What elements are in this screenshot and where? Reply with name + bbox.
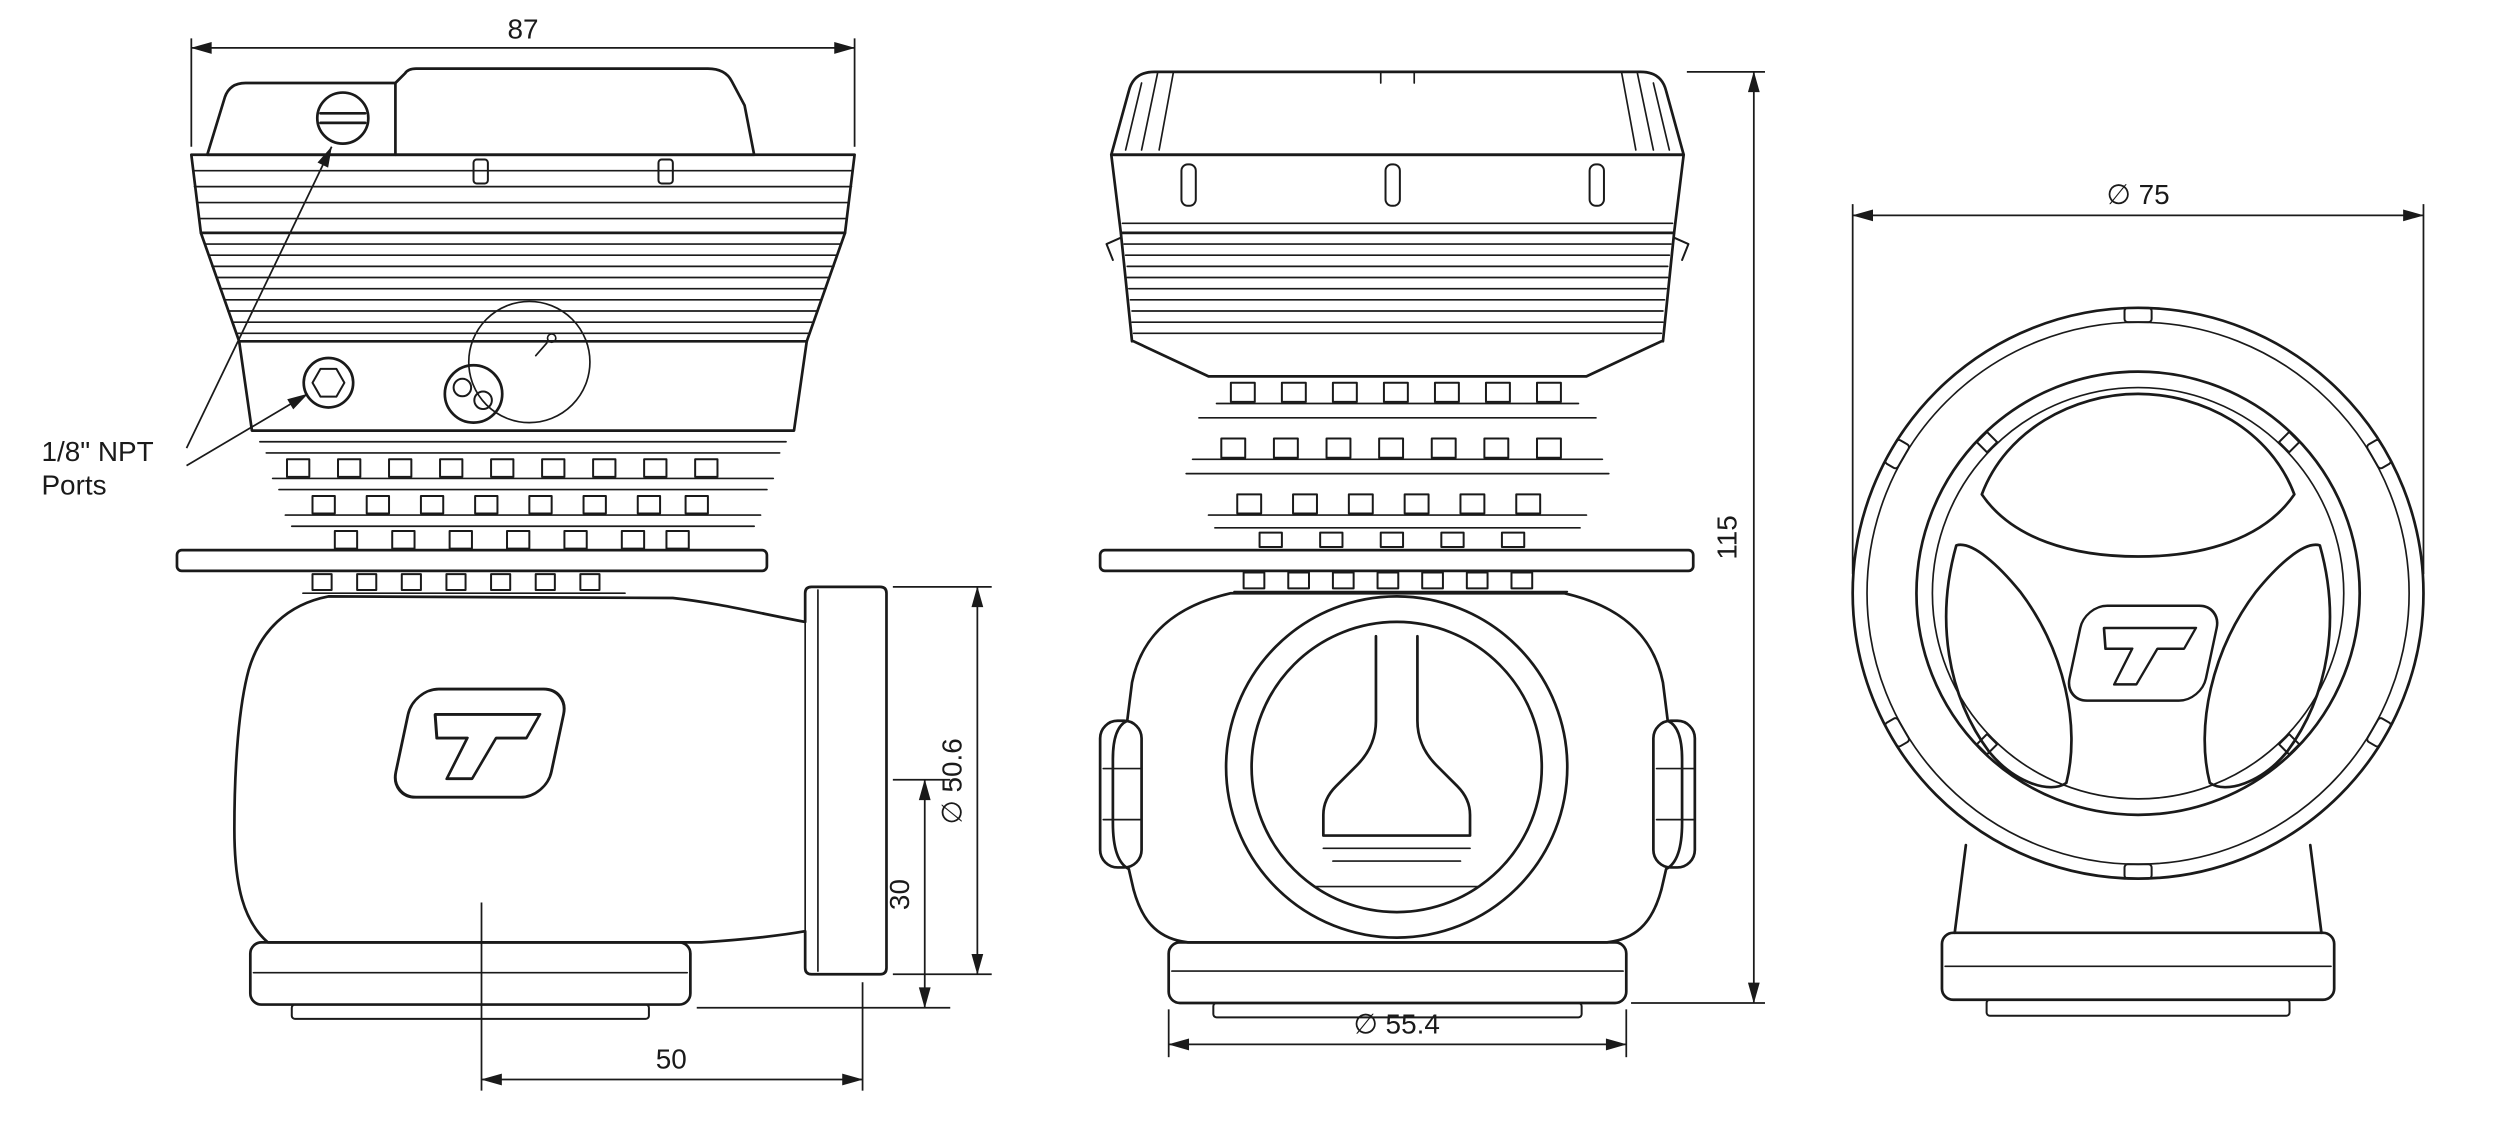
castellation-row <box>1258 531 1526 548</box>
castellation-row <box>1229 381 1562 403</box>
turbosmart-logo <box>389 687 571 799</box>
face-view-part <box>1851 306 2425 1017</box>
ports-label-line1: 1/8" NPT <box>41 436 153 467</box>
dimension-vband-diameter: ∅ 55.4 <box>1167 1008 1628 1058</box>
side-boss-right <box>1652 719 1697 869</box>
side-boss-left <box>1098 719 1143 869</box>
dim-overall-width-label: 87 <box>507 13 538 44</box>
castellation-row <box>333 530 690 550</box>
castellation-row <box>1220 437 1562 459</box>
dim-outlet-center-label: 30 <box>884 879 915 910</box>
valve-body <box>233 585 888 976</box>
dimension-cap-diameter: ∅ 75 <box>1851 179 2425 575</box>
castellation-row <box>1242 571 1534 590</box>
vent-symbol <box>534 333 557 357</box>
dimension-overall-width: 87 <box>190 13 856 147</box>
base-flange <box>1167 941 1628 1005</box>
plate-tabs <box>1975 430 2301 756</box>
valve-body <box>1111 591 1684 944</box>
dimension-outlet-center-to-base: 30 <box>696 778 951 1009</box>
hex-socket-port <box>302 356 355 409</box>
outlet-opening <box>1224 595 1569 939</box>
dimension-overall-height: 115 <box>1631 70 1765 1004</box>
valve-poppet <box>1312 634 1481 888</box>
ring-clips <box>1884 306 2392 880</box>
castellation-row <box>311 494 709 515</box>
front-view-part <box>1098 70 1697 1019</box>
dim-vband-diameter-label: ∅ 55.4 <box>1354 1008 1440 1039</box>
turbosmart-logo <box>2063 604 2223 702</box>
port-detail-circle <box>467 300 591 424</box>
dim-outlet-diameter-label: ∅ 50.6 <box>936 738 967 824</box>
castellation-row <box>311 573 601 592</box>
ports-label-line2: Ports <box>41 469 106 500</box>
leader-to-cap-port <box>185 146 333 449</box>
leader-to-side-port <box>186 393 309 467</box>
side-view: 87 1/8" NPT Ports ∅ 50.6 30 5 <box>41 13 992 1091</box>
twin-hole-port <box>443 363 504 424</box>
front-view: 115 ∅ 55.4 <box>1098 70 1765 1058</box>
valve-flange <box>175 548 769 573</box>
valve-flange <box>1098 548 1695 573</box>
dimension-center-to-outlet-face: 50 <box>480 902 864 1091</box>
castellation-row <box>1236 493 1542 515</box>
face-view: ∅ 75 <box>1851 179 2425 1017</box>
dim-cap-diameter-label: ∅ 75 <box>2107 179 2170 210</box>
side-view-part <box>175 67 888 1020</box>
spoke-cutouts <box>1944 392 2332 789</box>
dimension-outlet-diameter: ∅ 50.6 <box>892 585 992 976</box>
castellation-row <box>285 458 719 478</box>
ports-annotation: 1/8" NPT Ports <box>41 146 333 500</box>
cap-npt-port <box>315 91 370 145</box>
dim-overall-height-label: 115 <box>1711 515 1742 559</box>
dim-center-to-outlet-label: 50 <box>656 1043 687 1074</box>
